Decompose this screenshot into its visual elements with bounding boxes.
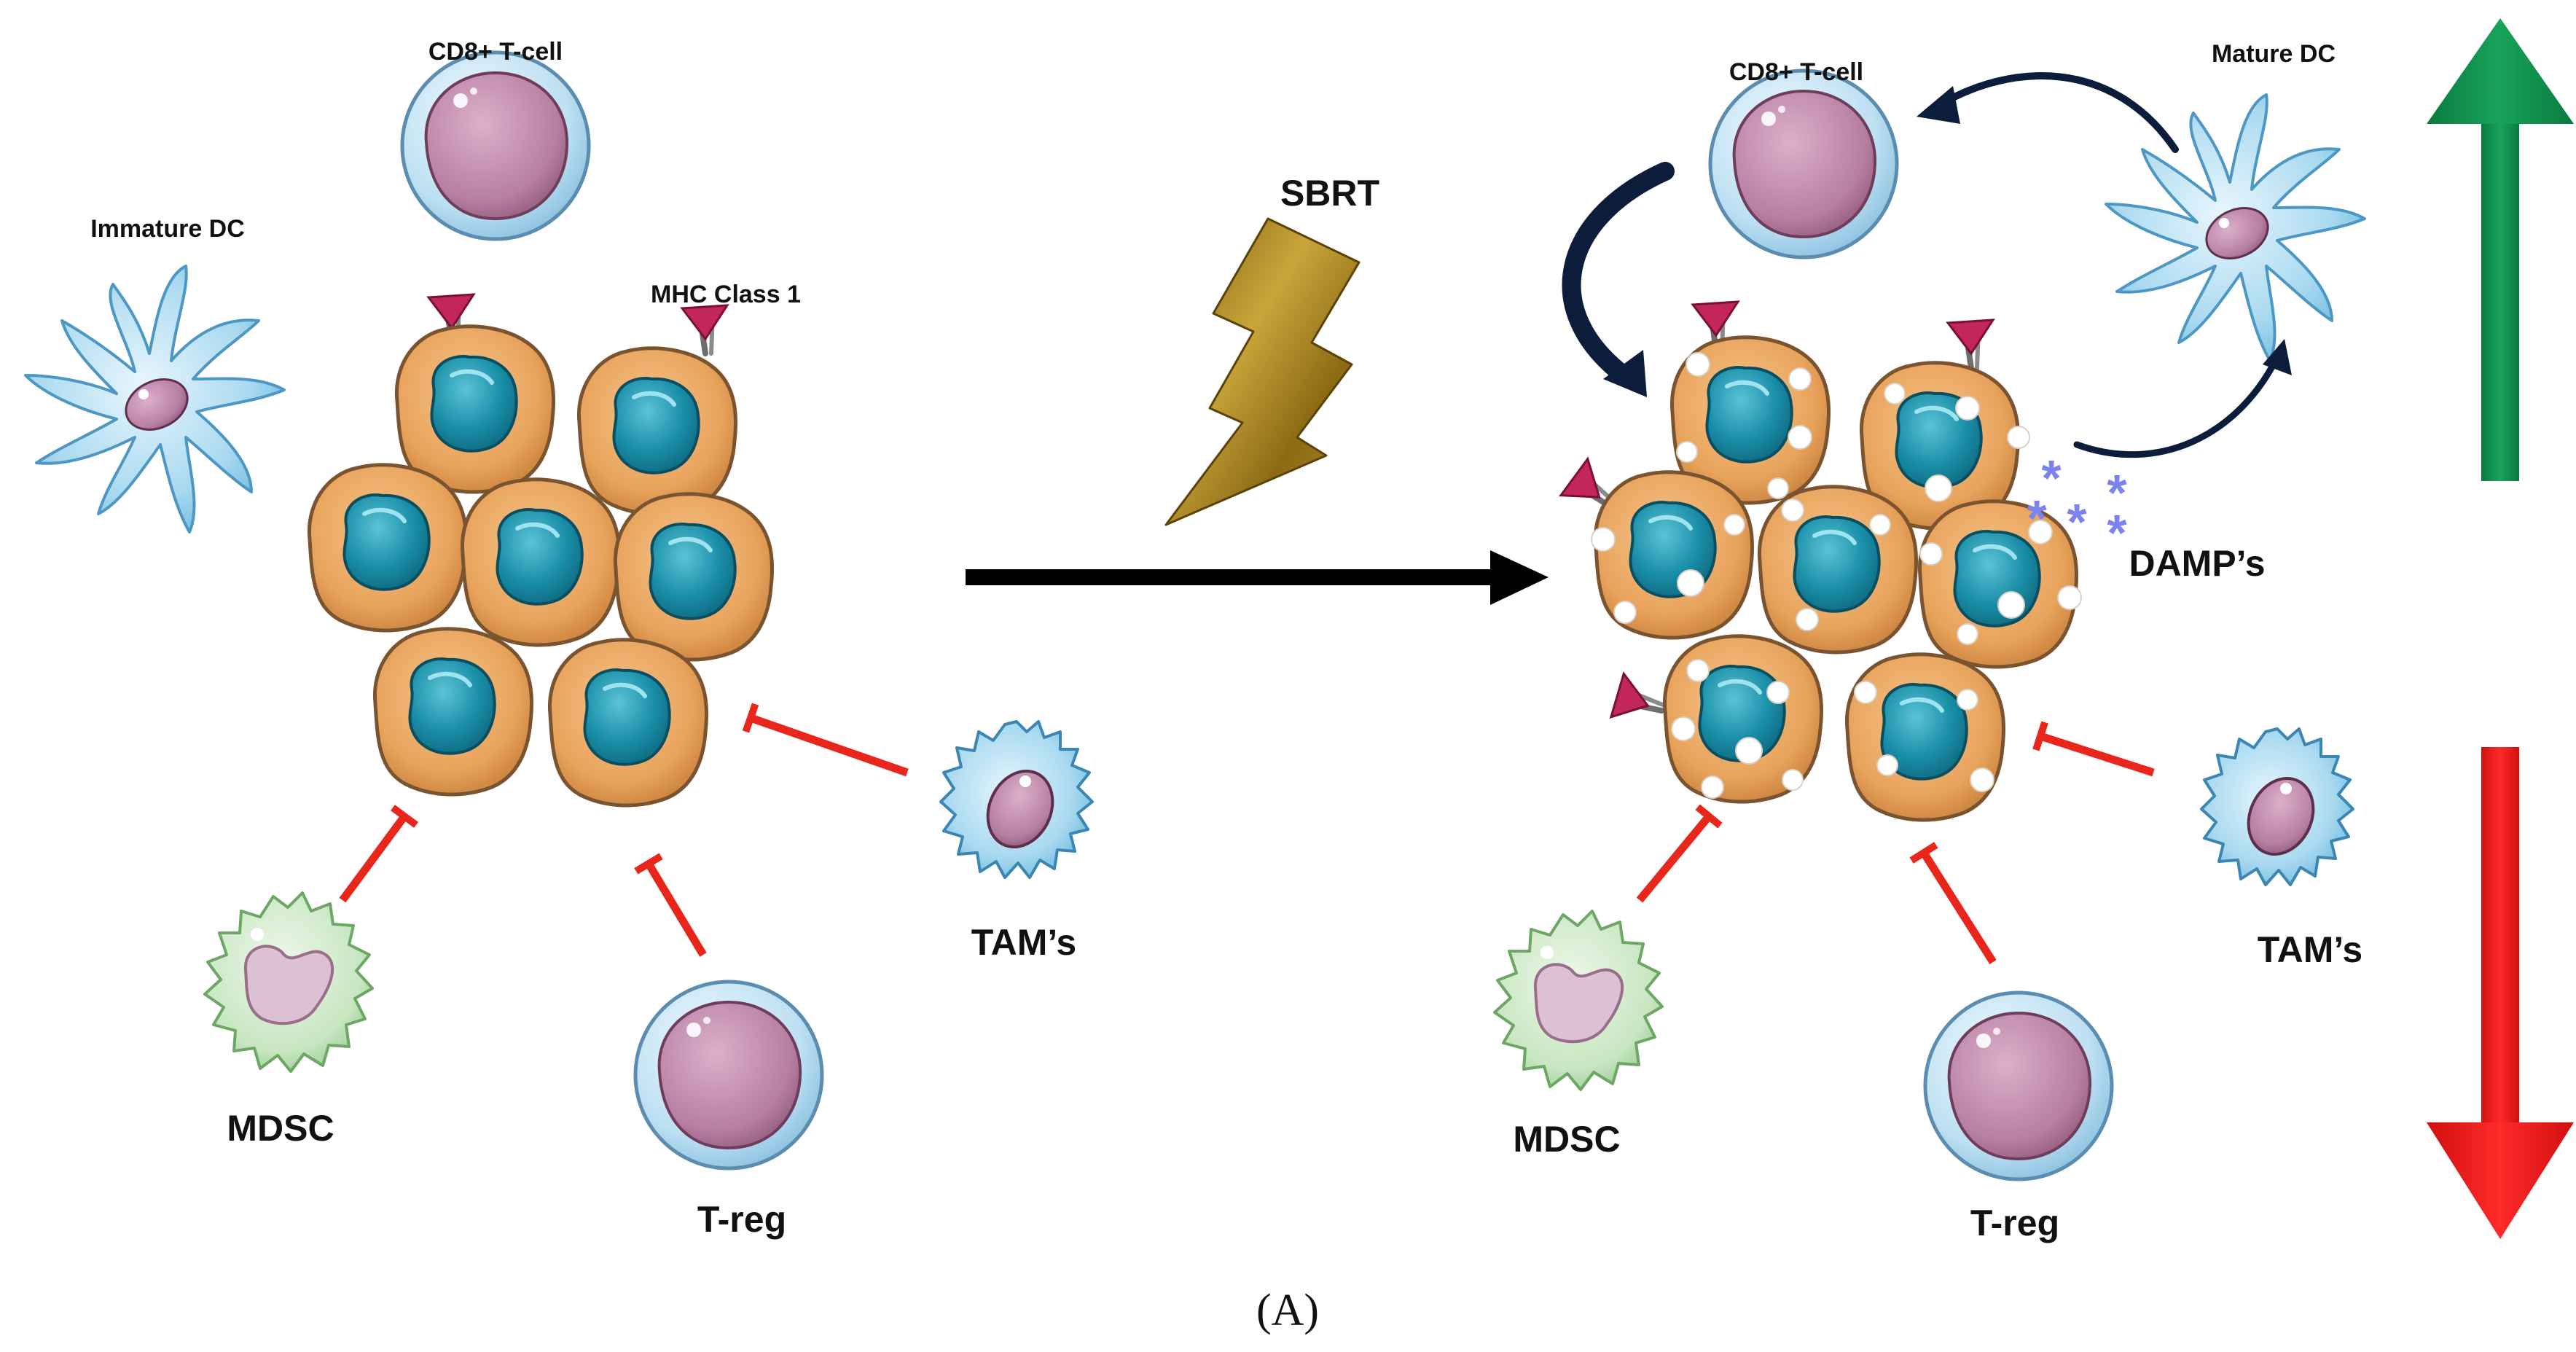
down-arrow-indicator	[2427, 747, 2574, 1239]
sbrt-label: SBRT	[1280, 173, 1379, 214]
lightning-bolt-icon	[1164, 217, 1361, 526]
tam-cell-right	[2200, 727, 2354, 886]
treatment-center: SBRT	[966, 173, 1549, 605]
up-arrow-indicator	[2427, 18, 2574, 481]
tams-label-right: TAM’s	[2258, 929, 2362, 970]
mature-dc	[2105, 93, 2366, 362]
mdsc-cell-right	[1493, 910, 1664, 1091]
mdsc-label-left: MDSC	[227, 1108, 334, 1149]
mature-dc-label: Mature DC	[2212, 40, 2336, 68]
svg-text:*: *	[2041, 450, 2062, 507]
treg-label-left: T-reg	[697, 1199, 786, 1240]
mdsc-label-right: MDSC	[1513, 1119, 1620, 1160]
mhc-label: MHC Class 1	[651, 281, 801, 308]
apoptotic-blebs	[1591, 352, 2082, 799]
cd8-label-right: CD8+ T-cell	[1729, 58, 1863, 86]
cd8-tcell-right	[1710, 71, 1897, 257]
mhc-receptor-icon	[682, 305, 727, 353]
right-panel: CD8+ T-cell Mature DC	[1493, 40, 2366, 1243]
left-panel: CD8+ T-cell Immature DC MHC Class 1 TAM’…	[24, 38, 1094, 1240]
svg-text:*: *	[2107, 504, 2127, 561]
mdsc-cell-left	[203, 891, 374, 1073]
damps-label: DAMP’s	[2129, 543, 2265, 584]
inhibition-lines-right	[1636, 721, 2155, 964]
figure-caption: (A)	[1256, 1286, 1319, 1335]
tams-label-left: TAM’s	[971, 922, 1076, 963]
svg-text:*: *	[2107, 464, 2127, 521]
treg-cell-right	[1925, 993, 2112, 1179]
immature-dc	[24, 265, 286, 534]
treg-label-right: T-reg	[1970, 1203, 2059, 1243]
damp-molecules: * * * * *	[2027, 450, 2127, 561]
activation-cycle-arrows	[1562, 72, 2292, 458]
inhibition-lines-left	[339, 703, 909, 957]
treg-cell-left	[635, 982, 822, 1168]
immature-dc-label: Immature DC	[90, 215, 245, 243]
mhc-receptor-icon	[1608, 673, 1669, 732]
treatment-arrow	[966, 550, 1549, 605]
tumor-cluster-left	[309, 327, 772, 805]
mhc-receptor-icon	[1948, 320, 1993, 368]
svg-text:*: *	[2067, 493, 2087, 550]
cd8-label-left: CD8+ T-cell	[428, 38, 563, 66]
tam-cell-left	[939, 720, 1094, 879]
cd8-tcell-left	[402, 52, 589, 239]
svg-text:*: *	[2027, 490, 2047, 547]
tumor-cluster-right	[1595, 337, 2076, 820]
